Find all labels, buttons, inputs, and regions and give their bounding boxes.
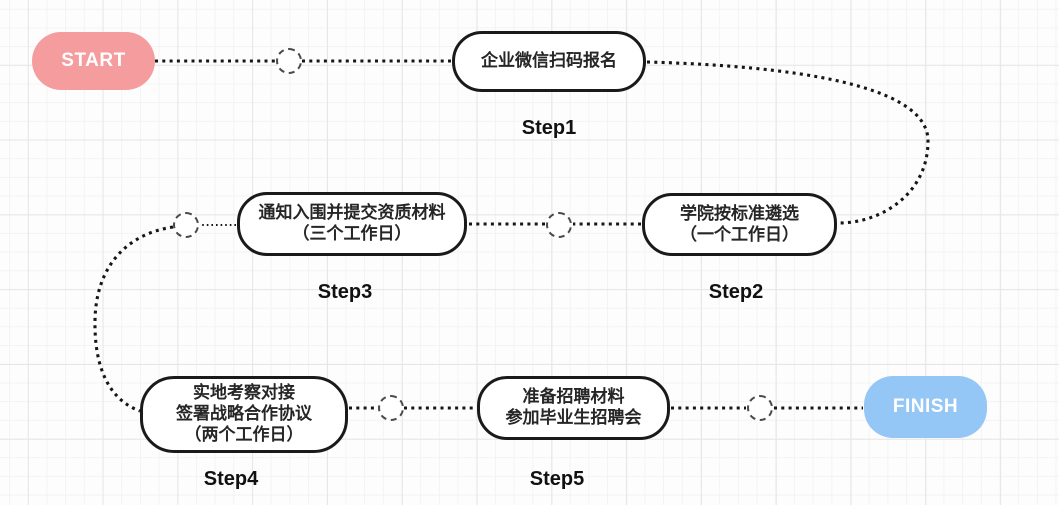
edge-dot2-to-step4-arc xyxy=(93,225,174,413)
step5-caption: Step5 xyxy=(529,468,585,490)
step5-text-line1: 准备招聘材料 xyxy=(522,387,625,407)
step4-text-line1: 实地考察对接 xyxy=(193,383,295,403)
step2-caption: Step2 xyxy=(708,281,764,303)
step4-text-line3: （两个工作日） xyxy=(184,424,304,444)
step3-caption: Step3 xyxy=(317,281,373,303)
step2-node[interactable]: 学院按标准遴选 （一个工作日） xyxy=(642,193,837,256)
connector-dot-5[interactable] xyxy=(747,395,773,421)
step4-text-line2: 签署战略合作协议 xyxy=(176,404,312,424)
edge-step1-to-step2-arc xyxy=(646,60,930,225)
connector-dot-2[interactable] xyxy=(173,212,199,238)
step5-text-line2: 参加毕业生招聘会 xyxy=(505,408,642,427)
connector-dot-4[interactable] xyxy=(378,395,404,421)
start-node[interactable]: START xyxy=(32,32,155,90)
step2-text-line2: （一个工作日） xyxy=(680,224,799,244)
step1-node[interactable]: 企业微信扫码报名 xyxy=(452,31,646,92)
finish-node[interactable]: FINISH xyxy=(864,376,987,438)
step5-node[interactable]: 准备招聘材料 参加毕业生招聘会 xyxy=(477,376,670,440)
step1-text-line1: 企业微信扫码报名 xyxy=(481,51,617,71)
start-label: START xyxy=(61,50,126,71)
connector-dot-3[interactable] xyxy=(546,212,572,238)
step3-text-line1: 通知入围并提交资质材料 xyxy=(258,203,446,223)
step3-node[interactable]: 通知入围并提交资质材料 （三个工作日） xyxy=(237,192,467,256)
step4-caption: Step4 xyxy=(203,468,259,490)
step4-node[interactable]: 实地考察对接 签署战略合作协议 （两个工作日） xyxy=(140,376,348,453)
connector-dot-1[interactable] xyxy=(276,48,302,74)
step1-caption: Step1 xyxy=(521,117,577,139)
step2-text-line1: 学院按标准遴选 xyxy=(680,203,799,223)
finish-label: FINISH xyxy=(892,396,959,417)
step3-text-line2: （三个工作日） xyxy=(292,224,412,243)
